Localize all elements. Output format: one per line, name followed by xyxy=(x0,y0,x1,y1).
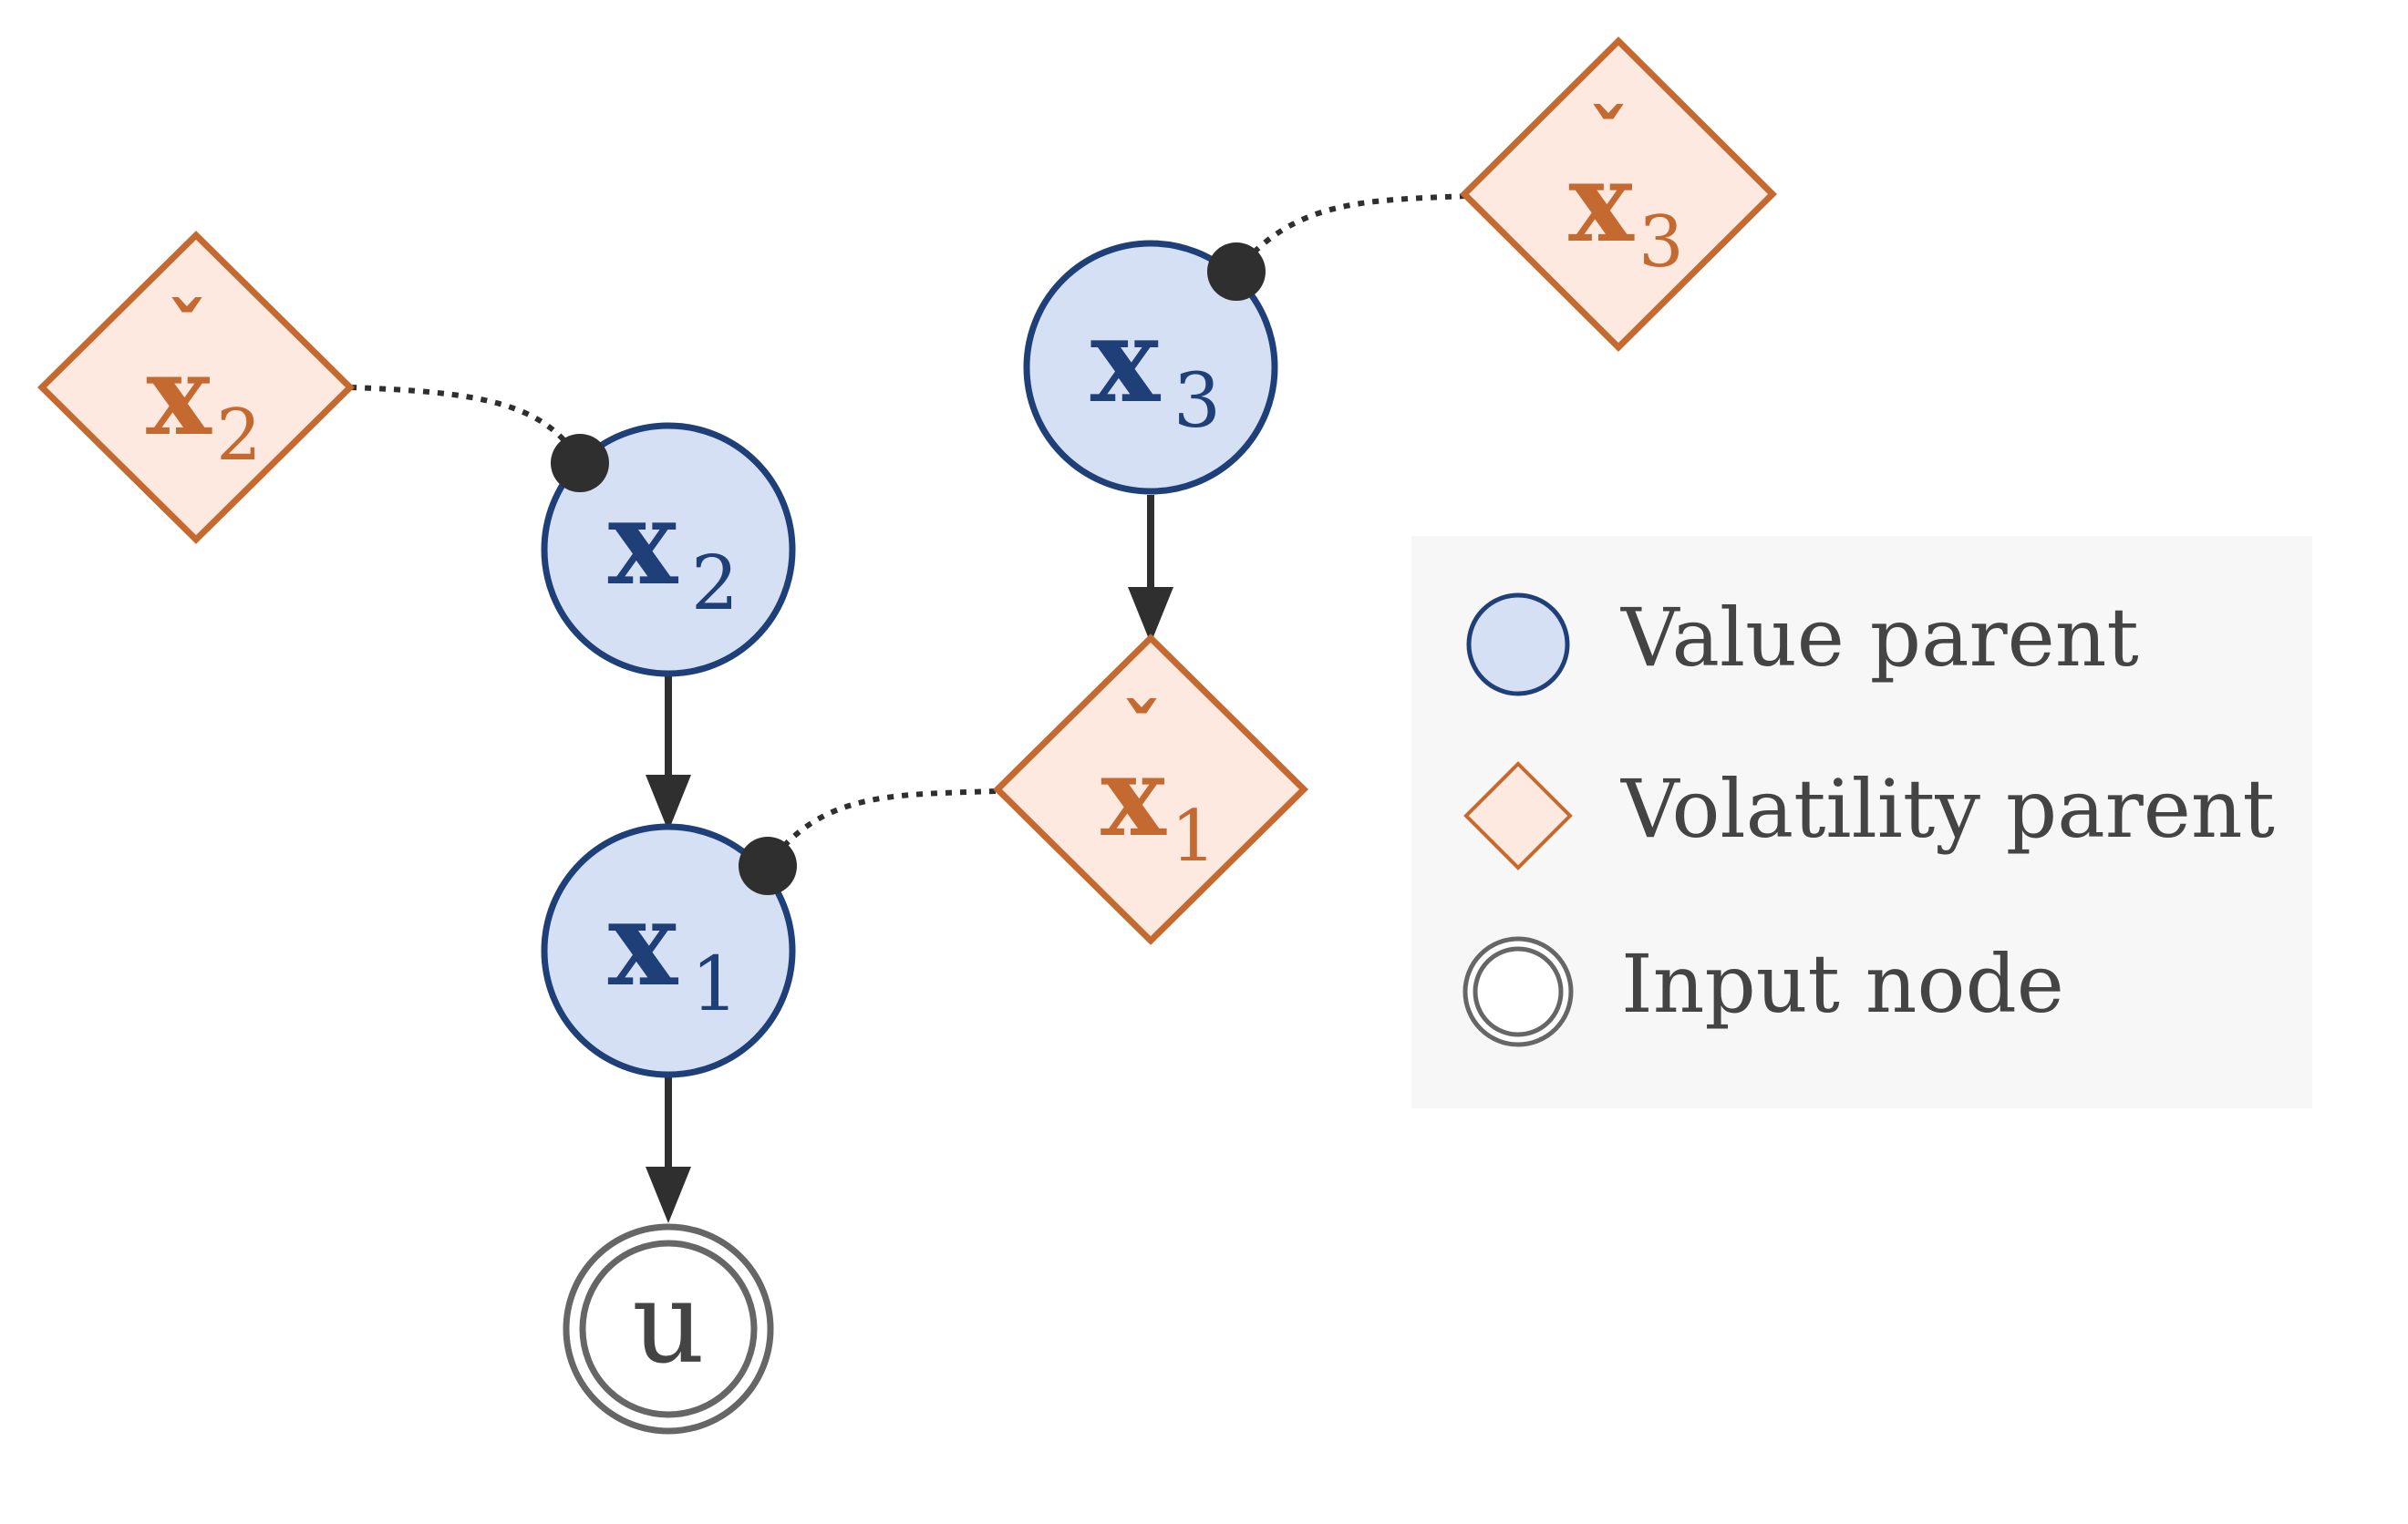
volatility-coupling-dots xyxy=(551,242,1266,895)
node-u: u xyxy=(563,1223,774,1435)
coupling-dot-x2 xyxy=(551,434,609,492)
value-edges xyxy=(646,495,1173,1223)
legend-item-volatility-parent: Volatility parent xyxy=(1463,761,2275,870)
node-vx3-label: x xyxy=(1568,139,1635,267)
node-x3: x 3 xyxy=(1023,240,1278,495)
legend-input-node-label: Input node xyxy=(1621,937,2064,1031)
node-vx2-subscript: 2 xyxy=(216,395,262,477)
node-vx3-diamond xyxy=(1460,36,1777,352)
legend-input-node-swatch-inner xyxy=(1473,946,1564,1037)
legend-item-input-node: Input node xyxy=(1462,936,2064,1047)
node-x1-circle xyxy=(541,823,796,1078)
node-x3-circle xyxy=(1023,240,1278,495)
node-vx2-accent: ˇ xyxy=(167,286,208,383)
node-x2-circle xyxy=(541,422,796,677)
node-x1-subscript: 1 xyxy=(691,942,739,1028)
node-u-inner-ring xyxy=(579,1240,758,1418)
legend-value-parent-swatch xyxy=(1466,592,1570,696)
legend-value-parent-label: Value parent xyxy=(1620,591,2139,685)
node-vx1-label: x xyxy=(1101,733,1167,861)
volatility-edges xyxy=(349,193,1467,868)
node-vx3-accent: ˇ xyxy=(1588,93,1629,190)
node-x1: x 1 xyxy=(541,823,796,1078)
node-x2-label: x xyxy=(608,475,679,612)
node-vx2: ˇ x 2 xyxy=(37,231,355,544)
legend: Value parent Volatility parent Input nod… xyxy=(1411,536,2312,1108)
node-vx3-subscript: 3 xyxy=(1638,201,1684,283)
edge-vx1-to-x1 xyxy=(765,788,997,868)
node-vx1: ˇ x 1 xyxy=(993,633,1308,945)
edge-x3-to-vx1-arrowhead xyxy=(1128,587,1173,644)
node-vx1-diamond xyxy=(993,633,1308,945)
node-vx2-diamond xyxy=(37,231,355,544)
node-x2-subscript: 2 xyxy=(691,541,739,627)
legend-volatility-parent-swatch xyxy=(1463,761,1573,870)
coupling-dot-x1 xyxy=(739,837,797,895)
node-x2: x 2 xyxy=(541,422,796,677)
node-vx2-label: x xyxy=(146,332,212,460)
edge-vx2-to-x2 xyxy=(349,385,583,465)
node-vx1-subscript: 1 xyxy=(1171,796,1216,878)
node-vx1-accent: ˇ xyxy=(1121,687,1163,784)
edge-x1-to-u-arrowhead xyxy=(646,1167,691,1223)
edge-vx3-to-x3 xyxy=(1234,193,1467,273)
node-x1-label: x xyxy=(608,876,679,1013)
coupling-dot-x3 xyxy=(1207,242,1266,301)
node-x3-subscript: 3 xyxy=(1173,358,1221,445)
legend-item-value-parent: Value parent xyxy=(1466,591,2139,696)
node-x3-label: x xyxy=(1090,293,1162,429)
node-vx3: ˇ x 3 xyxy=(1460,36,1777,352)
edge-x2-to-x1-arrowhead xyxy=(646,775,691,831)
legend-volatility-parent-label: Volatility parent xyxy=(1620,762,2275,856)
node-u-label: u xyxy=(632,1258,705,1389)
